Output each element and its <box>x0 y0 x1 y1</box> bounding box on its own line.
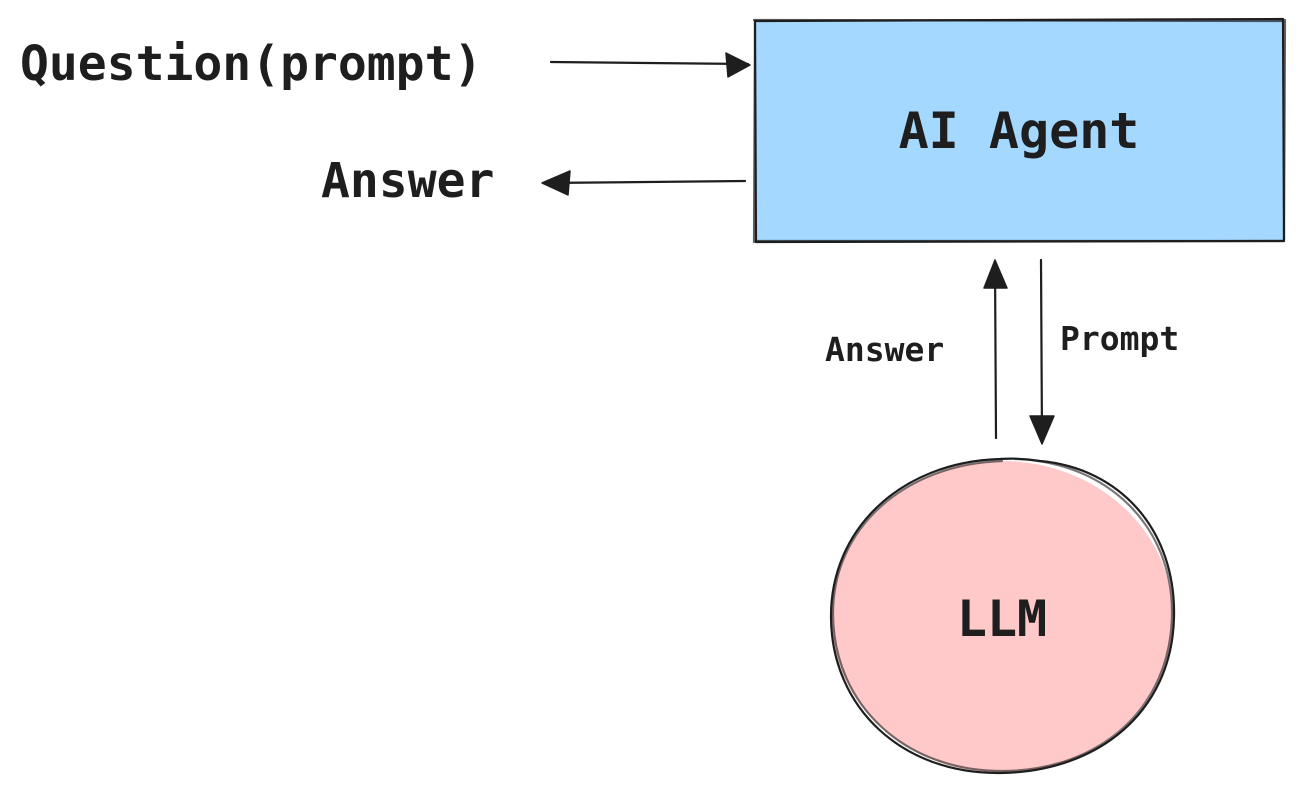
answer-up-arrow-line <box>993 262 998 440</box>
answer-up-label: Answer <box>825 330 944 369</box>
ai-agent-box <box>755 20 1284 241</box>
question-arrow-line <box>549 60 750 66</box>
llm-circle-outline <box>829 457 1176 775</box>
prompt-down-arrow-line <box>1039 258 1044 442</box>
question-label: Question(prompt) <box>20 36 482 92</box>
prompt-down-arrow: Prompt <box>1029 258 1179 445</box>
answer-out-arrow-head <box>541 170 571 196</box>
ai-agent-box-outline-sketch <box>752 18 1287 244</box>
prompt-down-arrow-head <box>1029 415 1055 445</box>
ai-agent-node: AI Agent <box>752 17 1287 244</box>
llm-label: LLM <box>957 590 1047 648</box>
prompt-label: Prompt <box>1060 319 1179 358</box>
answer-out-arrow: Answer <box>321 153 747 209</box>
answer-up-arrow: Answer <box>825 259 1008 440</box>
answer-up-arrow-head <box>983 259 1008 289</box>
answer-out-label: Answer <box>321 153 494 209</box>
ai-agent-label: AI Agent <box>899 102 1140 160</box>
question-arrow-head <box>725 52 751 78</box>
answer-out-arrow-line <box>543 179 747 185</box>
llm-circle-outline-sketch <box>831 457 1174 773</box>
question-arrow: Question(prompt) <box>20 36 751 92</box>
llm-circle <box>831 461 1173 773</box>
llm-node: LLM <box>829 457 1176 775</box>
